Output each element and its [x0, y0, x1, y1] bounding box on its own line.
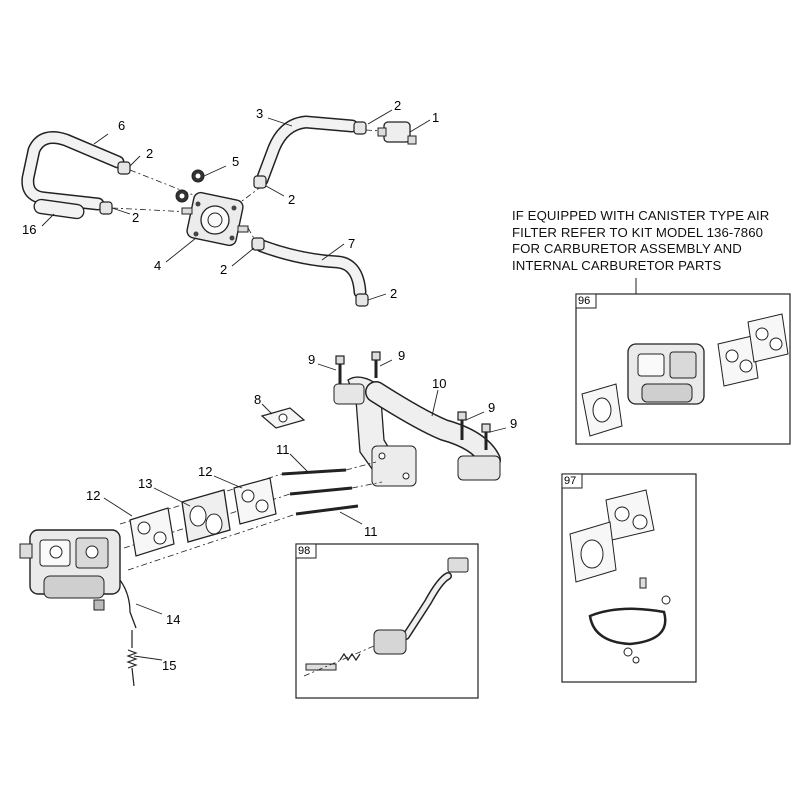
- callout-9b: 9: [398, 348, 406, 363]
- kit-96-label: 96: [578, 295, 591, 307]
- callout-13: 13: [138, 476, 153, 491]
- callout-12a: 12: [198, 464, 213, 479]
- fuel-hose-6: [21, 131, 125, 211]
- callout-12b: 12: [86, 488, 101, 503]
- kit-96-carburetor: [627, 343, 705, 405]
- assembly-centerlines-fuel: [111, 123, 383, 243]
- note-line-3: FOR CARBURETOR ASSEMBLY AND: [512, 241, 742, 256]
- fuel-leader-lines: [41, 109, 431, 301]
- callout-11b: 11: [364, 524, 378, 539]
- callout-9c: 9: [488, 400, 496, 415]
- gasket-12-rear: [233, 477, 277, 525]
- studs-11: [281, 468, 359, 516]
- intake-leader-lines: [103, 359, 507, 661]
- callout-5: 5: [232, 154, 240, 169]
- fuel-hose-3: [255, 115, 359, 187]
- fuel-hose-7: [255, 239, 367, 299]
- callout-2d: 2: [132, 210, 140, 225]
- callout-1: 1: [432, 110, 440, 125]
- kit-97-oring: [588, 607, 667, 646]
- callout-2f: 2: [390, 286, 398, 301]
- callout-15: 15: [162, 658, 177, 673]
- kit-97-label: 97: [564, 475, 577, 487]
- callout-3: 3: [256, 106, 264, 121]
- bolts-9: [335, 351, 491, 450]
- callout-2c: 2: [288, 192, 296, 207]
- kit-97-gaskets: [569, 489, 655, 583]
- kit-97-small-parts: [623, 577, 671, 664]
- carburetor-assembly: [19, 529, 121, 611]
- kit-98-solenoid: [305, 557, 469, 671]
- callout-14: 14: [166, 612, 181, 627]
- callout-11a: 11: [276, 442, 290, 457]
- callout-10: 10: [432, 376, 447, 391]
- kit-98-label: 98: [298, 545, 311, 557]
- kit-98-centerline: [303, 645, 375, 677]
- spacer-13: [181, 489, 231, 543]
- callout-7: 7: [348, 236, 356, 251]
- gasket-8: [260, 407, 306, 429]
- note-line-1: IF EQUIPPED WITH CANISTER TYPE AIR: [512, 208, 770, 223]
- fuel-hose-16: [33, 198, 85, 220]
- note-line-4: INTERNAL CARBURETOR PARTS: [512, 257, 722, 273]
- callout-6: 6: [118, 118, 126, 133]
- callout-9d: 9: [510, 416, 518, 431]
- hose-clamp-lower-right: [355, 293, 369, 307]
- callout-8: 8: [254, 392, 262, 407]
- intake-manifold-10: [333, 376, 501, 487]
- hose-clamp-upper-mid: [253, 175, 267, 189]
- hose-clamp-lower-mid: [251, 237, 265, 251]
- gasket-12-front: [129, 507, 175, 557]
- hose-clamp-left-upper: [117, 161, 131, 175]
- hose-clamp-upper-right: [353, 121, 367, 135]
- hose-clamp-left-lower: [99, 201, 113, 215]
- pump-fitting-5: [175, 169, 205, 203]
- note-line-2: FILTER REFER TO KIT MODEL 136-7860: [512, 224, 764, 240]
- callout-9a: 9: [308, 352, 316, 367]
- callout-16: 16: [22, 222, 37, 237]
- canister-air-filter-note: IF EQUIPPED WITH CANISTER TYPE AIR FILTE…: [512, 208, 792, 274]
- kit-96-gaskets: [581, 313, 789, 437]
- callout-2b: 2: [146, 146, 154, 161]
- governor-link-14: [119, 579, 137, 629]
- spring-15: [126, 630, 138, 687]
- callout-4: 4: [154, 258, 162, 273]
- fuel-filter-1: [377, 121, 417, 145]
- callout-2a: 2: [394, 98, 402, 113]
- callout-2e: 2: [220, 262, 228, 277]
- fuel-pump-4: [181, 191, 249, 247]
